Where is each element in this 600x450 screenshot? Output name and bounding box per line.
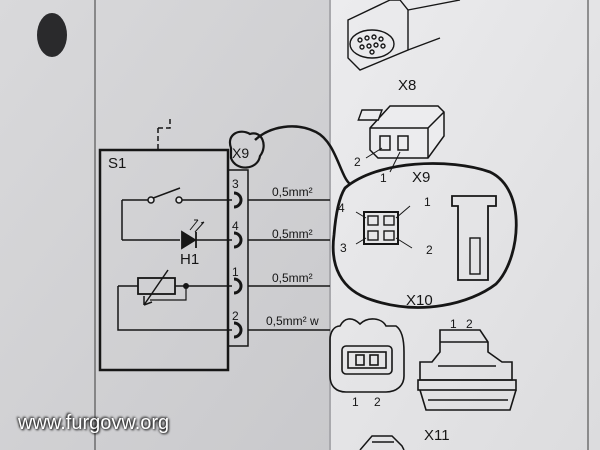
switch-label: S1	[108, 155, 127, 172]
switch-contact-left	[147, 196, 155, 204]
x10-cavity-1	[383, 215, 395, 226]
x10-cavity-2	[383, 230, 395, 241]
punch-hole	[37, 13, 67, 57]
x11-top-connector-icon	[417, 329, 517, 411]
wire-size-pin-3: 0,5mm²	[272, 185, 313, 199]
wire-size-pin-4: 0,5mm²	[272, 227, 313, 241]
x9-label: X9	[412, 169, 431, 186]
x10-pin-2: 2	[426, 243, 433, 257]
led-label: H1	[180, 251, 200, 268]
terminal-pin-4	[233, 231, 243, 249]
switch-contact-right	[175, 196, 183, 204]
x8-connector-icon	[347, 0, 461, 71]
x9-pin-2: 2	[354, 155, 361, 169]
pot-wiper-link	[150, 286, 187, 301]
x10-pin-3: 3	[340, 241, 347, 255]
x10-hand-outline	[331, 162, 518, 309]
pin-number-3: 3	[232, 177, 239, 191]
x11-label: X11	[424, 427, 450, 444]
hand-drawn-loop	[254, 125, 351, 185]
terminal-pin-3	[233, 191, 243, 209]
x10-side-connector	[451, 195, 497, 281]
x8-label: X8	[398, 77, 417, 94]
x10-side-slot	[469, 237, 481, 275]
pin-number-2: 2	[232, 309, 239, 323]
wire-size-pin-1: 0,5mm²	[272, 271, 313, 285]
partial-connector-icon	[359, 435, 405, 450]
switch-actuator	[157, 118, 171, 150]
pin-number-4: 4	[232, 219, 239, 233]
led-light-rays-icon	[189, 219, 205, 233]
x9-hand-circle	[228, 130, 265, 169]
terminal-pin-2	[233, 321, 243, 339]
x10-pin-1: 1	[424, 195, 431, 209]
potentiometer-icon	[137, 277, 176, 295]
x9-connector-icon	[357, 105, 445, 159]
pot-wiper-arrow-icon	[143, 269, 169, 306]
x10-label: X10	[406, 292, 433, 309]
x11-front-pin-1: 1	[352, 395, 359, 409]
x9-pin-1: 1	[380, 171, 387, 185]
x11-front-pin-2: 2	[374, 395, 381, 409]
x9-pin-leaders	[365, 147, 401, 173]
x10-cavity-4	[367, 215, 379, 226]
x10-cavity-3	[367, 230, 379, 241]
x10-pin-4: 4	[338, 201, 345, 215]
watermark: www.furgovw.org	[18, 412, 170, 434]
wire-size-pin-2: 0,5mm² w	[266, 314, 319, 328]
x9-circle-label: X9	[232, 145, 250, 161]
pin-number-1: 1	[232, 265, 239, 279]
x10-pin-leaders	[355, 205, 413, 249]
led-diode-icon	[181, 230, 197, 250]
terminal-strip	[227, 169, 249, 347]
x11-top-pin-1: 1	[450, 317, 457, 331]
page-left	[0, 0, 330, 450]
terminal-pin-1	[233, 277, 243, 295]
x11-top-pin-2: 2	[466, 317, 473, 331]
x11-front-connector-icon	[329, 318, 405, 393]
x10-connector-face	[363, 211, 399, 245]
